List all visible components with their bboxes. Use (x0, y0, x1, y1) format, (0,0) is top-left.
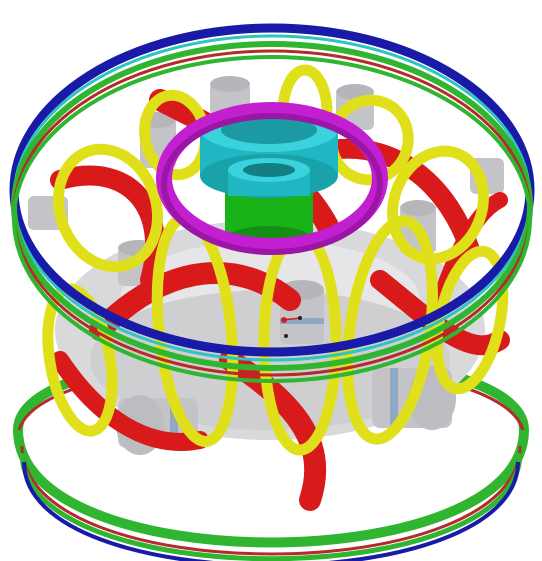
center-marker (281, 316, 302, 338)
central-solenoid (200, 108, 338, 254)
upper-outer-ring (9, 23, 535, 383)
central-magenta-ring (156, 102, 388, 255)
lower-outer-ring-front (13, 429, 529, 561)
